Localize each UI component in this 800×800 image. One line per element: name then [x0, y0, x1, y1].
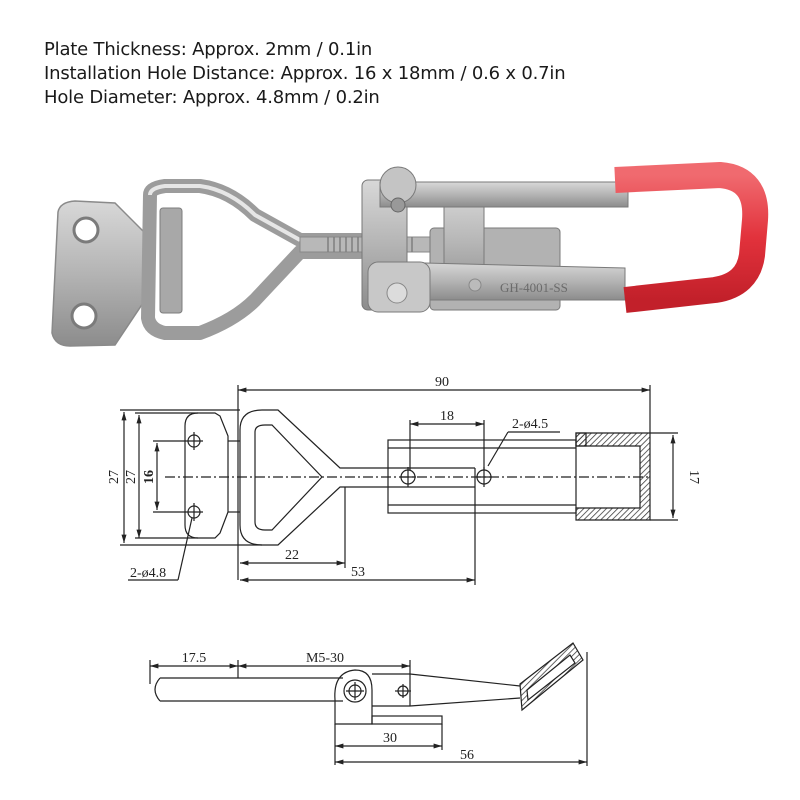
spec-plate-thickness: Plate Thickness: Approx. 2mm / 0.1in [44, 39, 373, 60]
dim-90: 90 [435, 375, 449, 390]
dim-18: 18 [440, 409, 454, 424]
dim-27-inner: 27 [124, 470, 139, 484]
side-view-dimensions [149, 652, 588, 766]
label-latch-holes: 2-ø4.5 [512, 417, 548, 432]
spec-list: Plate Thickness: Approx. 2mm / 0.1in Ins… [44, 38, 566, 110]
dim-16: 16 [142, 470, 157, 484]
red-handle-grip [614, 162, 769, 313]
dim-27-outer: 27 [107, 470, 122, 484]
spec-hole-distance: Installation Hole Distance: Approx. 16 x… [44, 63, 566, 84]
latch-body: GH-4001-SS [361, 166, 629, 313]
product-photo: GH-4001-SS [51, 162, 769, 347]
spec-hole-diameter: Hole Diameter: Approx. 4.8mm / 0.2in [44, 87, 380, 108]
dim-22: 22 [285, 548, 299, 563]
model-marking: GH-4001-SS [500, 280, 568, 295]
dim-17: 17 [686, 470, 701, 484]
dim-m5-30: M5-30 [306, 651, 344, 666]
mounting-plate [51, 200, 146, 347]
dim-30: 30 [383, 731, 397, 746]
top-view [165, 409, 651, 546]
dim-56: 56 [460, 748, 474, 763]
label-mount-holes: 2-ø4.8 [130, 566, 166, 581]
technical-drawing: 90 18 2-ø4.5 17 27 27 16 2-ø4.8 22 53 17… [107, 375, 701, 766]
dim-53: 53 [351, 565, 365, 580]
dim-17-5: 17.5 [182, 651, 207, 666]
top-view-dimensions [120, 385, 678, 585]
side-view [154, 642, 584, 725]
d-ring [141, 179, 367, 340]
